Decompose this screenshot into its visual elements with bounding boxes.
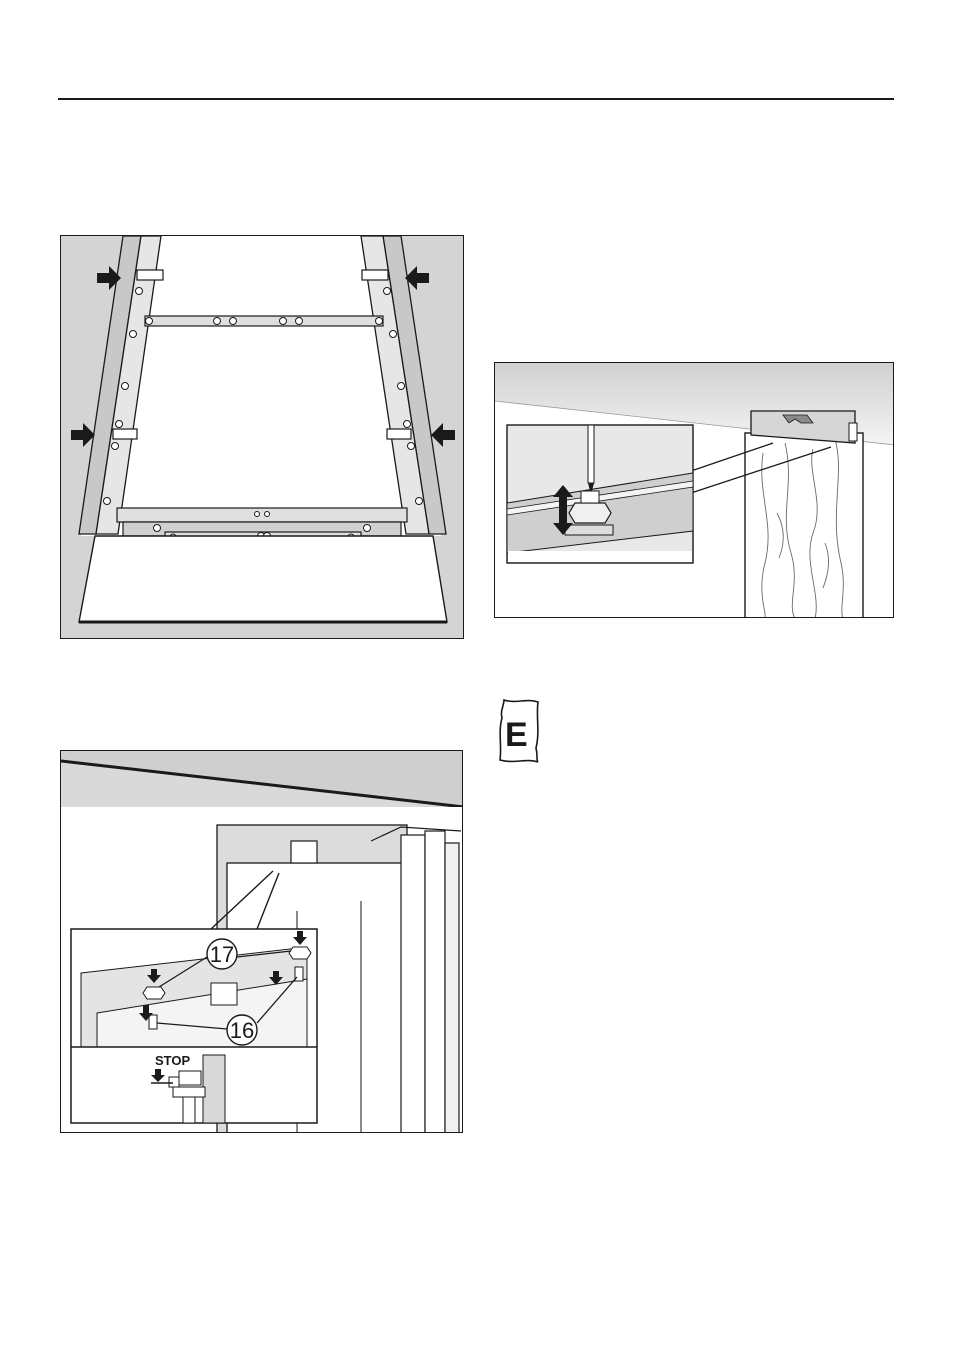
header-rule <box>58 98 894 100</box>
frame-mounting-figure <box>60 235 464 639</box>
arrow-left-icon <box>431 423 455 447</box>
parts-bag-icon: E <box>496 698 542 764</box>
height-adjustment-figure <box>494 362 894 618</box>
callout-17: 17 <box>210 942 234 967</box>
parts-bag-letter: E <box>505 716 528 754</box>
arrow-right-icon <box>71 423 95 447</box>
callout-16: 16 <box>230 1018 254 1043</box>
stop-label: STOP <box>155 1053 190 1068</box>
nut-fastening-figure: 17 16 STOP <box>60 750 463 1133</box>
